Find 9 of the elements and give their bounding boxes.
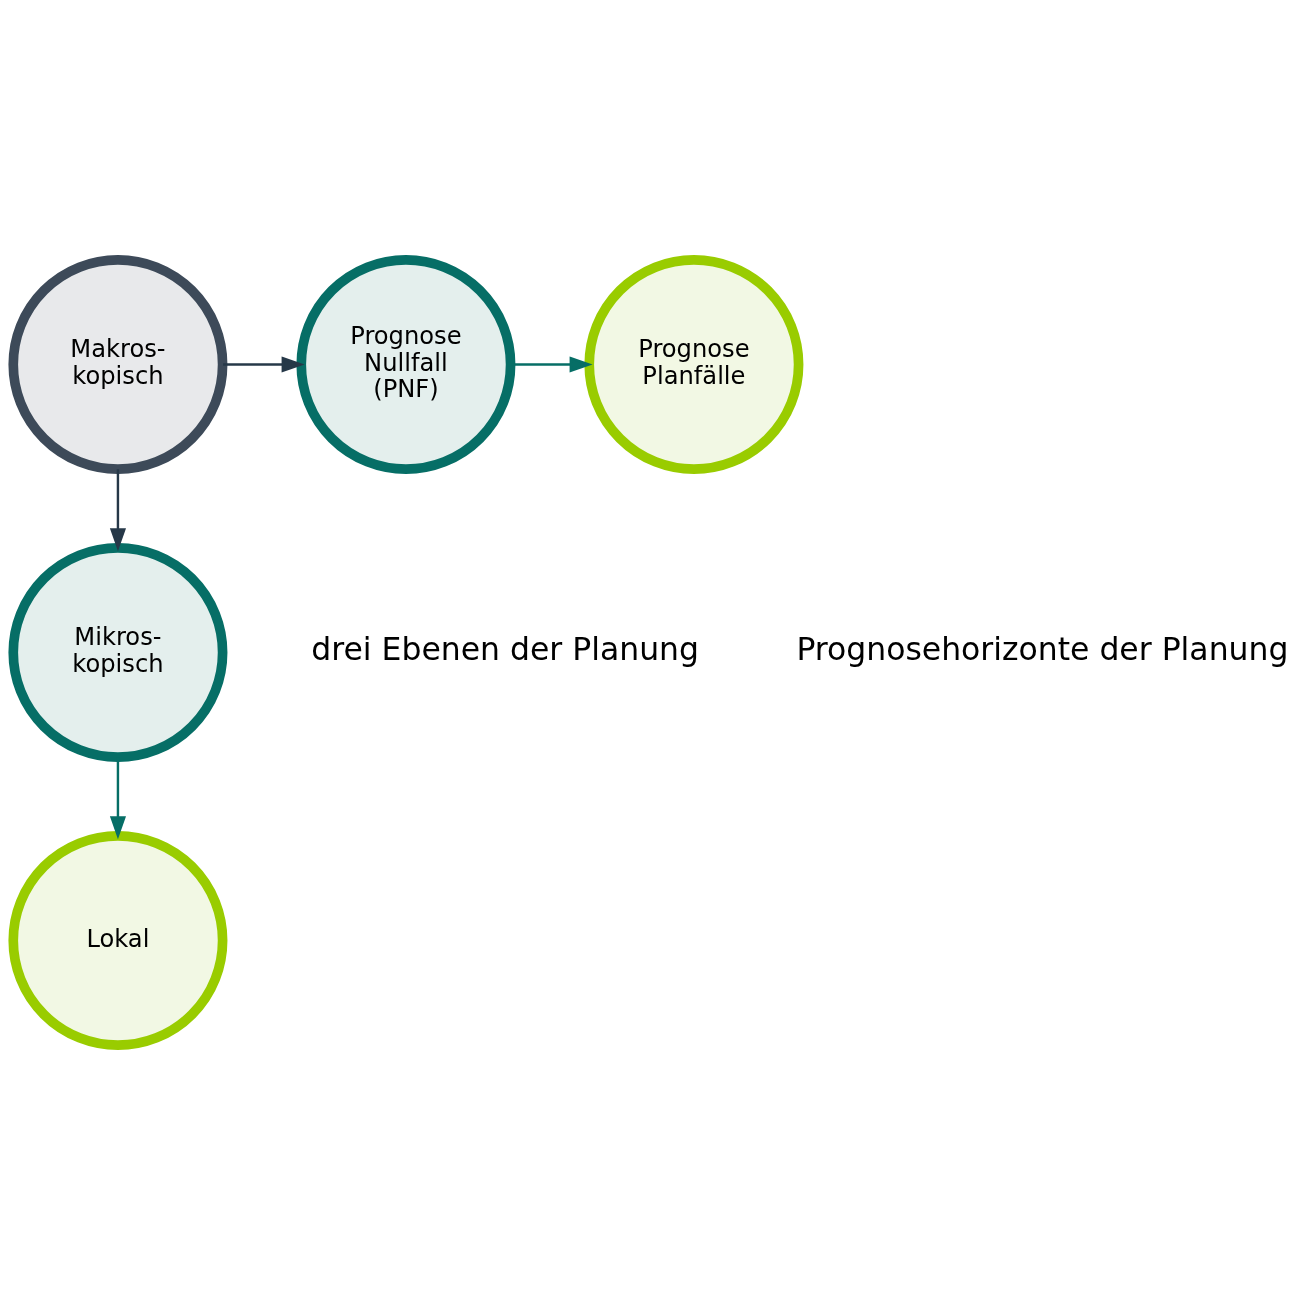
arrow xyxy=(109,468,126,551)
node-circle: Mikros- kopisch xyxy=(8,542,228,762)
label: drei Ebenen der Planung xyxy=(311,630,699,667)
node-circle: Prognose Nullfall (PNF) xyxy=(296,254,516,474)
label: Prognosehorizonte der Planung xyxy=(796,630,1289,667)
node-circle: Makros- kopisch xyxy=(8,254,228,474)
arrow xyxy=(223,355,305,373)
node-circle: Lokal xyxy=(8,830,228,1050)
node-circle: Prognose Planfälle xyxy=(584,254,804,474)
